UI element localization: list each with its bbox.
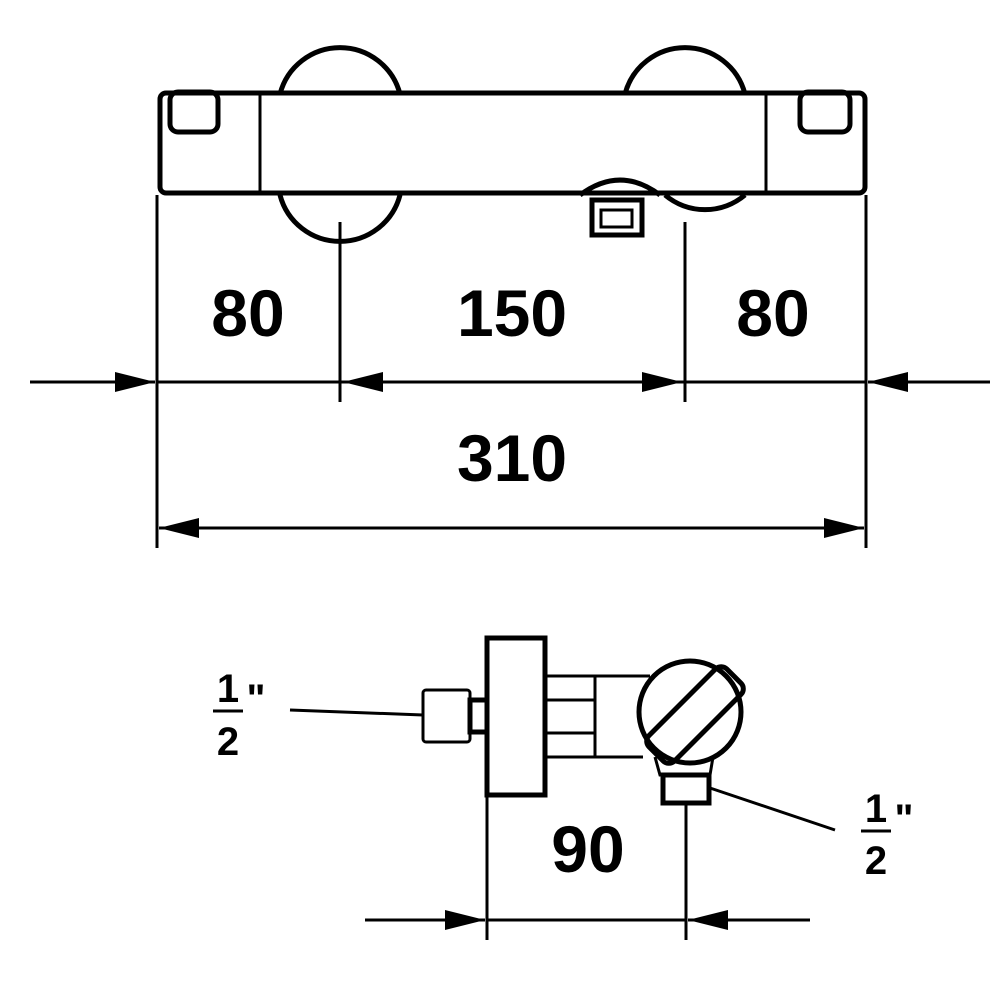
left-handle-cap <box>167 89 221 135</box>
mixer-body <box>157 90 868 196</box>
dim-right-offset: 80 <box>736 276 809 350</box>
svg-text:": " <box>247 677 266 721</box>
inlet-nut <box>421 688 472 744</box>
svg-text:1: 1 <box>865 787 887 831</box>
dim-center-distance: 150 <box>457 276 567 350</box>
outlet-thread-label: 1 2 " <box>861 787 913 883</box>
dim-depth: 90 <box>551 812 624 886</box>
outlet-nut <box>660 772 712 806</box>
left-rosette-top <box>277 45 403 95</box>
svg-text:1: 1 <box>217 667 239 711</box>
right-handle-cap <box>797 89 853 135</box>
inlet-leader <box>289 708 424 717</box>
inlet-thread-label: 1 2 " <box>213 667 265 764</box>
svg-text:2: 2 <box>865 839 887 883</box>
dim-overall-width: 310 <box>457 421 567 495</box>
handle-knob <box>636 658 744 766</box>
inlet-stub <box>467 697 490 735</box>
outlet-connector <box>589 197 645 238</box>
top-dimension-lines <box>30 195 990 548</box>
outlet-bump <box>578 177 662 198</box>
top-view-mixer-body <box>157 45 868 244</box>
svg-text:2: 2 <box>217 720 239 764</box>
side-dimension-lines <box>289 708 836 940</box>
side-view-mixer <box>421 635 746 806</box>
connector-body <box>543 674 597 759</box>
outlet-connector-inner <box>599 208 634 229</box>
svg-text:": " <box>895 797 914 841</box>
right-rosette-top <box>622 45 748 95</box>
handle-grip <box>644 664 746 766</box>
wall-rosette <box>484 635 548 798</box>
right-rosette-bottom <box>663 193 747 213</box>
dim-left-offset: 80 <box>211 276 284 350</box>
outlet-leader <box>709 786 836 832</box>
